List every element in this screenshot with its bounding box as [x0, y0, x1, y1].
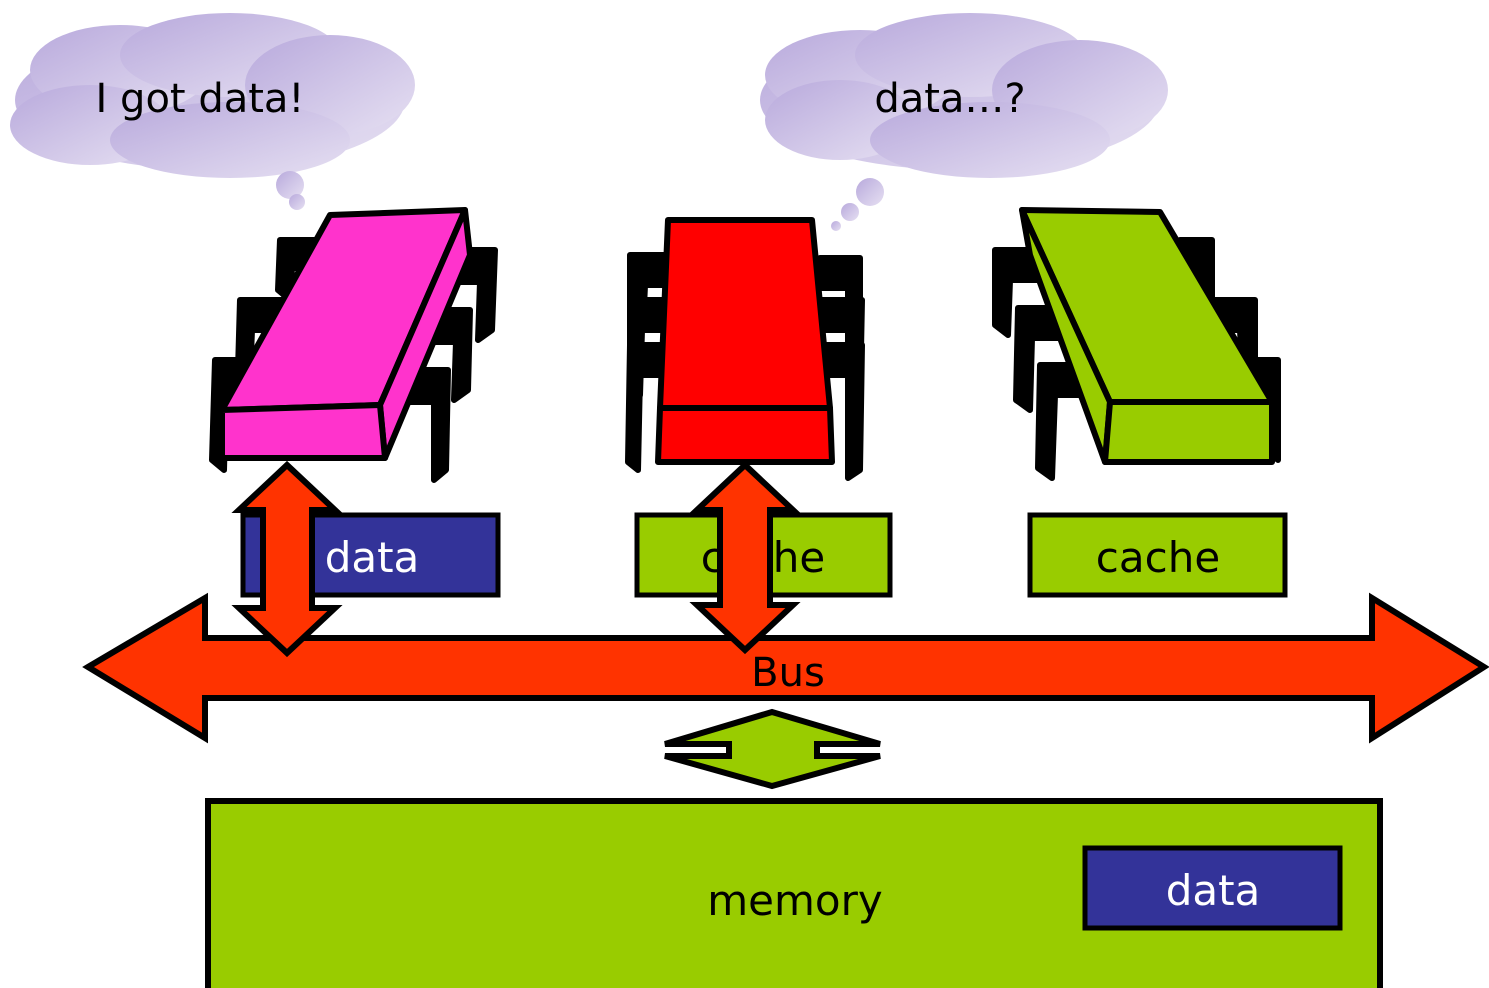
- system-bus: Bus: [82, 592, 1489, 744]
- cpu-chip-1: [209, 207, 498, 483]
- chip-front: [1102, 399, 1275, 465]
- cache-1-label: data: [325, 533, 420, 582]
- cpu2-bus-arrow: [689, 460, 801, 655]
- cpu-chip-2: [625, 217, 865, 481]
- thought-bubble-right: data…?: [760, 13, 1168, 231]
- memory-block: memory data: [205, 798, 1383, 988]
- chip-front: [219, 402, 388, 461]
- chip-front: [655, 405, 835, 465]
- cache-box-3: cache: [1027, 512, 1288, 598]
- chip-top: [657, 217, 833, 411]
- memory-bus-arrow: [664, 708, 881, 790]
- thought-right-text: data…?: [874, 76, 1025, 122]
- bus-arrow: [82, 592, 1489, 744]
- memory-data-label: data: [1166, 866, 1261, 915]
- cpu1-bus-arrow: [231, 460, 343, 658]
- memory-data-box: [1082, 845, 1343, 931]
- bus-label: Bus: [751, 650, 825, 696]
- cpu-chip-3: [992, 207, 1281, 481]
- memory-label: memory: [707, 876, 883, 925]
- cache-3-label: cache: [1096, 533, 1220, 582]
- thought-bubble-left: I got data!: [10, 13, 415, 210]
- thought-left-text: I got data!: [96, 76, 305, 122]
